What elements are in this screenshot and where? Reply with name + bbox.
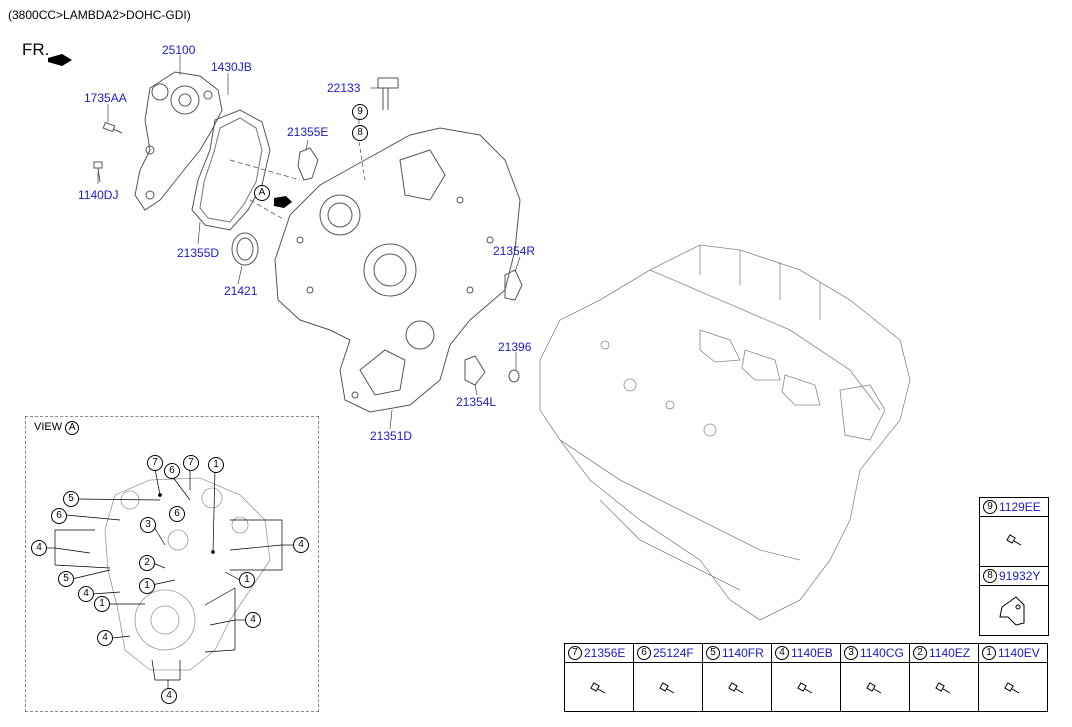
view-a-label: VIEW A: [34, 421, 80, 435]
part-1430jb-link[interactable]: 1430JB: [211, 60, 252, 74]
legend-item-8[interactable]: 8 91932Y: [979, 566, 1049, 636]
part-1140dj-link[interactable]: 1140DJ: [78, 188, 119, 202]
legend-part-code[interactable]: 25124F: [653, 646, 694, 660]
part-21355d-link[interactable]: 21355D: [177, 246, 220, 260]
bolt-icon: [590, 682, 606, 694]
legend-number: 1: [982, 646, 996, 660]
legend-number: 3: [844, 646, 858, 660]
legend-number: 2: [913, 646, 927, 660]
part-21354r-link[interactable]: 21354R: [493, 244, 536, 258]
callout-8: 8: [352, 125, 368, 141]
view-ref-circle: A: [65, 421, 80, 435]
gasket-21355e-drawing: [297, 147, 319, 181]
view-callout-4f: 4: [161, 688, 177, 704]
part-1735aa-link[interactable]: 1735AA: [84, 91, 127, 105]
gasket-21354l-drawing: [464, 355, 486, 386]
legend-part-code[interactable]: 1140EV: [998, 646, 1040, 660]
bolt-icon: [866, 682, 882, 694]
sensor-22133-drawing: [377, 77, 399, 110]
legend-item-9[interactable]: 9 1129EE: [979, 497, 1049, 567]
part-22133-link[interactable]: 22133: [327, 81, 361, 95]
view-label-text: VIEW: [34, 421, 63, 433]
legend-number: 6: [637, 646, 651, 660]
legend-number: 7: [568, 646, 582, 660]
view-callout-3: 3: [140, 517, 156, 533]
view-callout-5a: 5: [63, 491, 79, 507]
view-callout-7a: 7: [147, 455, 163, 471]
view-callout-5b: 5: [58, 571, 74, 587]
gasket-21354r-drawing: [504, 269, 523, 301]
bolt-icon: [935, 682, 951, 694]
legend-number: 8: [983, 569, 997, 583]
view-callout-6c: 6: [169, 506, 185, 522]
view-a-panel: [25, 416, 319, 712]
part-21421-link[interactable]: 21421: [224, 284, 258, 298]
view-callout-2: 2: [139, 555, 155, 571]
engine-block-drawing: [539, 244, 911, 621]
view-callout-7b: 7: [183, 455, 199, 471]
view-callout-6a: 6: [164, 463, 180, 479]
view-callout-4a: 4: [31, 540, 47, 556]
view-callout-4e: 4: [97, 630, 113, 646]
legend-number: 4: [775, 646, 789, 660]
part-21351d-link[interactable]: 21351D: [370, 429, 413, 443]
front-direction-label: FR.: [22, 40, 50, 59]
view-a-leader-lines: [44, 468, 294, 688]
bolt-icon: [728, 682, 744, 694]
view-callout-1c: 1: [239, 572, 255, 588]
legend-part-code[interactable]: 21356E: [584, 646, 626, 660]
breadcrumb-header: (3800CC>LAMBDA2>DOHC-GDI): [8, 8, 191, 22]
view-callout-4b: 4: [293, 537, 309, 553]
bracket-icon: [999, 596, 1025, 626]
part-21354l-link[interactable]: 21354L: [456, 395, 497, 409]
bolt-icon: [659, 682, 675, 694]
legend-part-code[interactable]: 91932Y: [999, 569, 1041, 583]
legend-part-code[interactable]: 1140CG: [860, 646, 904, 660]
view-callout-1b: 1: [139, 578, 155, 594]
view-a-arrow-icon: [274, 196, 292, 208]
front-arrow-icon: [48, 54, 72, 66]
o-ring-21396-drawing: [508, 369, 520, 383]
legend-number: 5: [706, 646, 720, 660]
bolt-icon: [797, 682, 813, 694]
view-a-drawing: [104, 477, 271, 671]
legend-part-code[interactable]: 1140EB: [791, 646, 833, 660]
bolt-1140dj-drawing: [93, 161, 103, 183]
bolt-1735aa-drawing: [102, 121, 123, 134]
water-pump-drawing: [134, 71, 223, 211]
legend-part-code[interactable]: 1140FR: [722, 646, 764, 660]
view-callout-1a: 1: [208, 457, 224, 473]
view-callout-1d: 1: [94, 596, 110, 612]
part-21396-link[interactable]: 21396: [498, 340, 532, 354]
timing-cover-drawing: [274, 127, 521, 413]
view-callout-4c: 4: [78, 586, 94, 602]
callout-9: 9: [352, 104, 368, 120]
part-21355e-link[interactable]: 21355E: [287, 125, 329, 139]
callout-a: A: [254, 185, 270, 201]
legend-number: 9: [983, 500, 997, 514]
view-callout-6b: 6: [51, 508, 67, 524]
legend-part-code[interactable]: 1140EZ: [929, 646, 971, 660]
legend-part-code[interactable]: 1129EE: [999, 500, 1041, 514]
oil-seal-21421-drawing: [231, 232, 259, 266]
gasket-21355d-drawing: [191, 109, 271, 231]
bolt-icon: [1006, 534, 1022, 546]
part-25100-link[interactable]: 25100: [162, 43, 196, 57]
leader-lines: [97, 55, 521, 430]
view-callout-4d: 4: [245, 612, 261, 628]
bolt-icon: [1004, 682, 1020, 694]
